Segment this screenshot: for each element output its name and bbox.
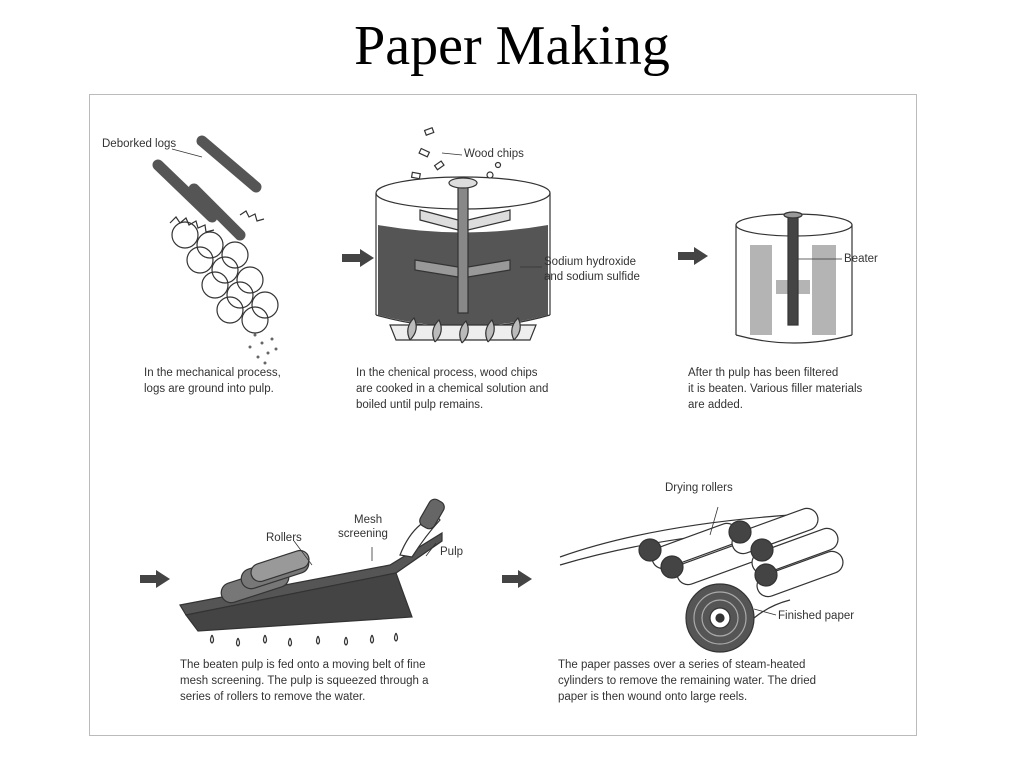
arrow-step2-to-step3 — [678, 247, 708, 265]
arrow-into-step4 — [140, 570, 170, 588]
label-rollers: Rollers — [266, 532, 302, 544]
label-sodium-line1: Sodium hydroxide — [544, 256, 637, 268]
label-mesh-line1: Mesh — [354, 514, 383, 526]
caption-screening: The beaten pulp is fed onto a moving bel… — [180, 659, 429, 703]
grinder-illustration — [152, 135, 279, 365]
label-beater: Beater — [844, 253, 878, 265]
caption-beaten: After th pulp has been filtered it is be… — [688, 367, 863, 411]
page-title: Paper Making — [354, 15, 670, 77]
caption-drying: The paper passes over a series of steam-… — [558, 659, 817, 703]
diagram-panel: Deborked logs Wood chips Sodium hydroxid… — [89, 94, 917, 736]
label-drying-rollers: Drying rollers — [665, 482, 733, 494]
drying-rollers-illustration — [559, 506, 844, 653]
arrow-step1-to-step2 — [342, 249, 374, 267]
label-finished-paper: Finished paper — [778, 610, 855, 622]
arrow-step4-to-step5 — [502, 570, 532, 588]
label-mesh-line2: screening — [338, 528, 388, 540]
process-illustration — [140, 126, 853, 653]
digester-illustration — [375, 126, 551, 344]
label-sodium-line2: and sodium sulfide — [544, 271, 640, 283]
caption-chemical: In the chenical process, wood chips are … — [356, 367, 549, 411]
label-wood-chips: Wood chips — [464, 148, 524, 160]
label-deborked-logs: Deborked logs — [102, 138, 177, 150]
paper-reel — [685, 583, 791, 653]
caption-mechanical: In the mechanical process, logs are grou… — [144, 367, 281, 395]
label-pulp: Pulp — [440, 546, 464, 558]
beater-illustration — [735, 211, 853, 344]
screening-belt-illustration — [179, 498, 445, 647]
